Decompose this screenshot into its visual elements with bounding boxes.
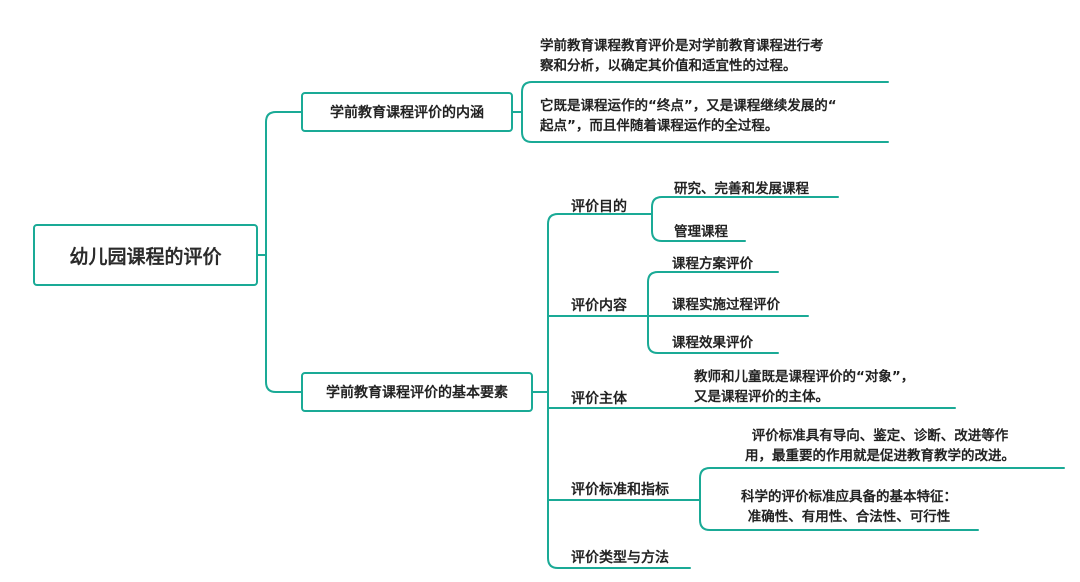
branch-connotation-title: 学前教育课程评价的内涵 [330,105,484,121]
purpose-item-manage[interactable]: 管理课程 [674,220,728,240]
standard-features-line-2: 准确性、有用性、合法性、可行性 [747,509,951,525]
standard-label: 评价标准和指标 [571,482,669,498]
branch-elements-node[interactable]: 学前教育课程评价的基本要素 [301,372,533,412]
branch-elements-title: 学前教育课程评价的基本要素 [326,385,508,401]
purpose-label-node[interactable]: 评价目的 [571,196,627,216]
standard-features-line-1: 科学的评价标准应具备的基本特征： [741,489,957,505]
subject-description-line-2: 又是课程评价的主体。 [694,389,829,405]
standard-label-node[interactable]: 评价标准和指标 [571,479,669,499]
purpose-item-research[interactable]: 研究、完善和发展课程 [674,177,809,197]
root-node[interactable]: 幼儿园课程的评价 [33,224,258,286]
purpose-item-manage-text: 管理课程 [674,224,728,240]
content-item-process-text: 课程实施过程评价 [672,297,780,313]
connotation-definition-node[interactable]: 学前教育课程教育评价是对学前教育课程进行考 察和分析，以确定其价值和适宜性的过程… [540,36,824,76]
connotation-process-node[interactable]: 它既是课程运作的“终点”，又是课程继续发展的“ 起点”，而且伴随着课程运作的全过… [540,96,837,136]
standard-function-line-2: 用，最重要的作用就是促进教育教学的改进。 [745,448,1015,464]
connector-connotation [511,81,889,143]
types-label-node[interactable]: 评价类型与方法 [571,547,669,567]
standard-function-line-1: 评价标准具有导向、鉴定、诊断、改进等作 [751,428,1009,444]
content-item-plan-text: 课程方案评价 [672,256,753,272]
branch-connotation-node[interactable]: 学前教育课程评价的内涵 [301,92,513,132]
purpose-label: 评价目的 [571,199,627,215]
connector-purpose [644,196,839,242]
subject-label: 评价主体 [571,391,627,407]
purpose-item-research-text: 研究、完善和发展课程 [674,181,809,197]
connotation-definition-line-1: 学前教育课程教育评价是对学前教育课程进行考 [540,38,824,54]
content-label: 评价内容 [571,298,627,314]
standard-function-node[interactable]: 评价标准具有导向、鉴定、诊断、改进等作 用，最重要的作用就是促进教育教学的改进。 [720,426,1040,466]
connotation-process-line-1: 它既是课程运作的“终点”，又是课程继续发展的“ [540,98,837,114]
content-label-node[interactable]: 评价内容 [571,295,627,315]
connector-root [257,111,303,393]
content-item-effect-text: 课程效果评价 [672,335,753,351]
subject-description-line-1: 教师和儿童既是课程评价的“对象”， [694,369,915,385]
connector-standard [689,467,1065,531]
subject-label-node[interactable]: 评价主体 [571,388,627,408]
connotation-process-line-2: 起点”，而且伴随着课程运作的全过程。 [540,118,779,134]
content-item-process[interactable]: 课程实施过程评价 [672,293,780,313]
content-item-effect[interactable]: 课程效果评价 [672,331,753,351]
connector-content [647,271,809,354]
content-item-plan[interactable]: 课程方案评价 [672,252,753,272]
connotation-definition-line-2: 察和分析，以确定其价值和适宜性的过程。 [540,58,797,74]
subject-description-node[interactable]: 教师和儿童既是课程评价的“对象”， 又是课程评价的主体。 [694,367,914,407]
types-label: 评价类型与方法 [571,550,669,566]
standard-features-node[interactable]: 科学的评价标准应具备的基本特征： 准确性、有用性、合法性、可行性 [716,487,982,527]
connector-elements-trunk [531,213,691,569]
root-title: 幼儿园课程的评价 [69,245,222,268]
